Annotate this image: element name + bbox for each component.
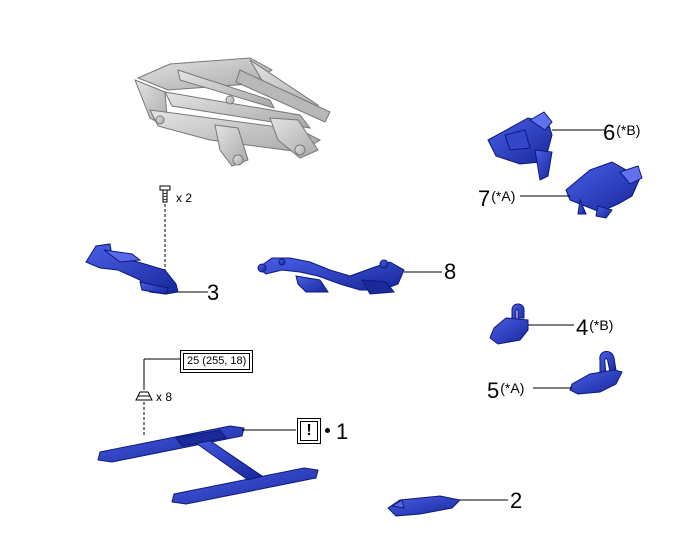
torque-spec-value: 25 (255, 18) — [183, 353, 251, 370]
callout-3: 3 — [207, 282, 219, 304]
part-1-seat-track — [97, 425, 319, 505]
part-2-cover — [387, 495, 462, 517]
caution-icon: ! — [297, 418, 321, 444]
callout-2: 2 — [510, 490, 522, 512]
caution-symbol: ! — [300, 421, 318, 441]
callout-4-suffix: (*B) — [589, 317, 614, 333]
callout-2-number: 2 — [510, 488, 523, 513]
nut-icon — [135, 391, 153, 401]
part-5-clip-a — [569, 351, 623, 395]
callout-4: 4(*B) — [576, 314, 613, 339]
callout-1: 1 — [336, 421, 348, 443]
seat-frame-reference — [134, 57, 331, 167]
bolt-icon — [159, 185, 171, 203]
callout-6: 6(*B) — [603, 119, 640, 144]
callout-8-number: 8 — [444, 259, 457, 284]
part-7-cover-a — [565, 161, 643, 219]
callout-1-number: 1 — [336, 419, 349, 444]
callout-8: 8 — [444, 261, 456, 283]
callout-7-number: 7 — [478, 186, 491, 211]
torque-spec-box: 25 (255, 18) — [180, 350, 254, 373]
callout-5-number: 5 — [487, 378, 500, 403]
part-3-bracket — [85, 243, 179, 295]
callout-4-number: 4 — [576, 315, 589, 340]
part-8-harness — [257, 257, 405, 295]
callout-3-number: 3 — [207, 280, 220, 305]
callout-6-suffix: (*B) — [616, 122, 641, 138]
part-4-clip-b — [489, 303, 529, 345]
nut-quantity: x 8 — [156, 390, 173, 404]
part-6-cover-b — [487, 111, 553, 181]
callout-5-suffix: (*A) — [500, 380, 525, 396]
callout-6-number: 6 — [603, 120, 616, 145]
callout-5: 5(*A) — [487, 377, 524, 402]
screw-quantity: x 2 — [176, 191, 193, 205]
callout-7: 7(*A) — [478, 185, 515, 210]
callout-7-suffix: (*A) — [491, 188, 516, 204]
non-reusable-bullet — [325, 428, 330, 433]
